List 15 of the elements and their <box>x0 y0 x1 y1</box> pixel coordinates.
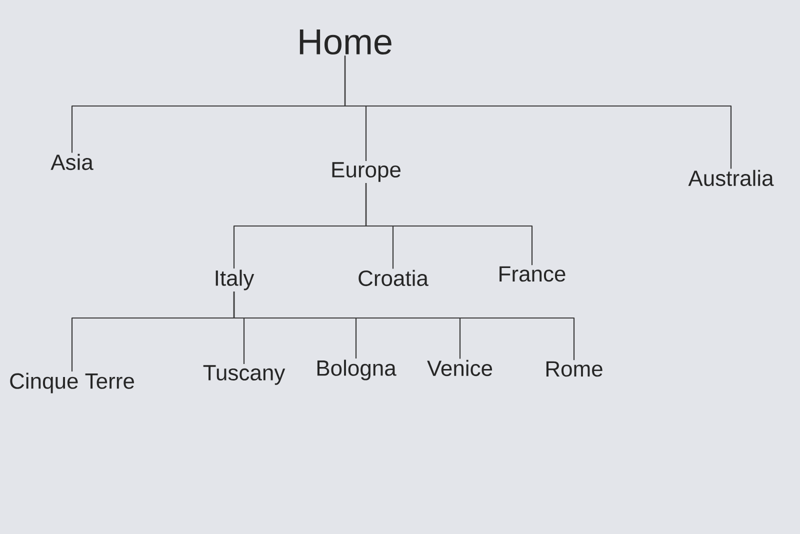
branch-line <box>365 183 533 266</box>
branch-line <box>233 291 575 360</box>
branch-line <box>344 56 732 169</box>
node-label: Tuscany <box>203 365 286 385</box>
node-label: Croatia <box>358 270 428 286</box>
node-label: Europe <box>332 162 400 182</box>
node-label: Australia <box>688 170 774 186</box>
node-label: Home <box>300 29 392 55</box>
node-label: Venice <box>427 360 492 376</box>
node-label: Asia <box>50 154 94 170</box>
node-label: Bologna <box>317 360 396 380</box>
node-label: Cinque Terre <box>10 372 134 394</box>
node-label: Italy <box>216 270 254 290</box>
node-label: France <box>500 266 566 282</box>
node-label: Rome <box>546 361 602 377</box>
